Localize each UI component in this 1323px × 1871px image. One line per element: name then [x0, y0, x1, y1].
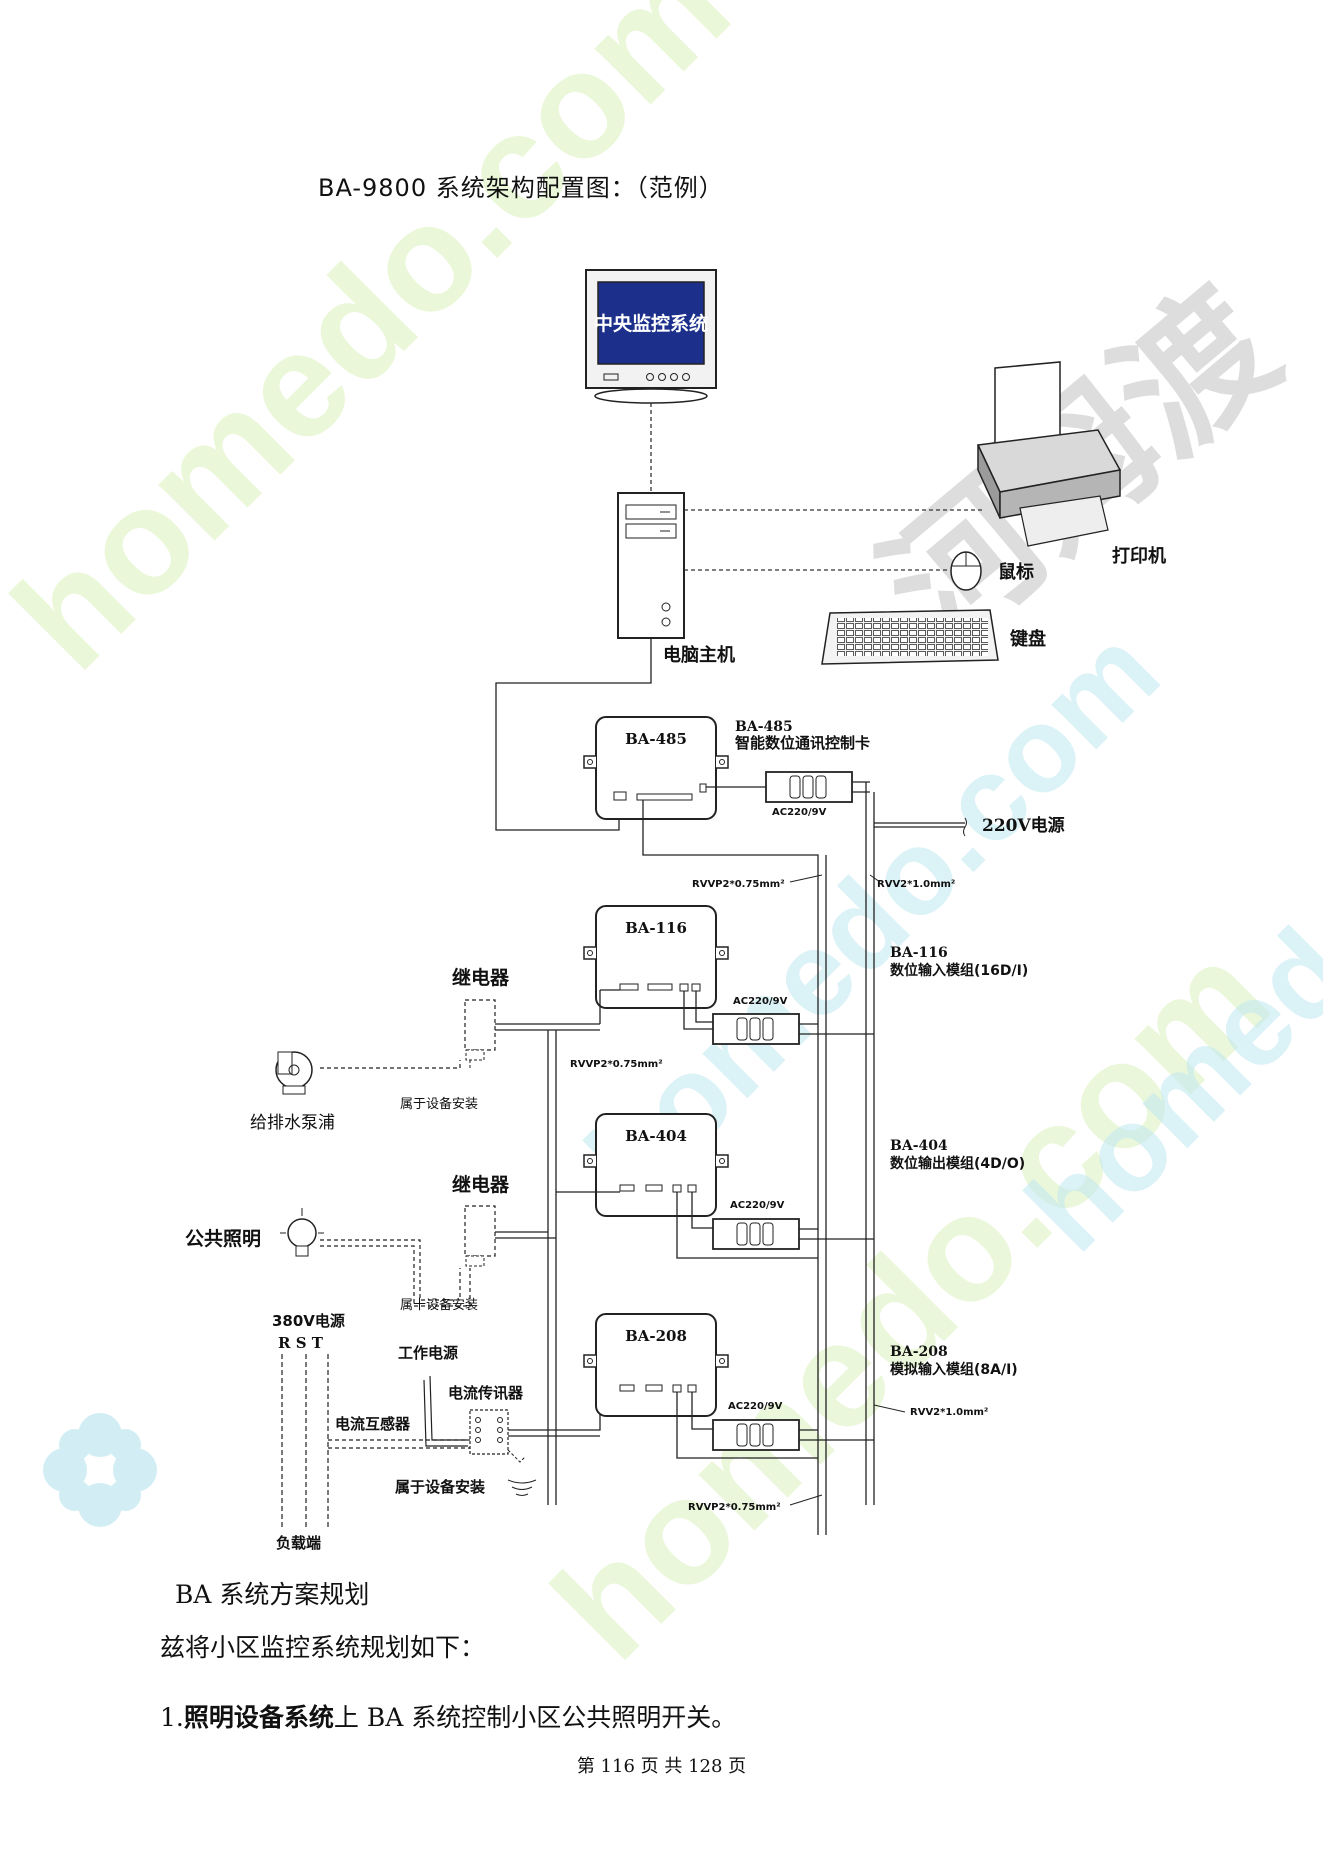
cable-rvv-label-1: RVV2*1.0mm² — [877, 879, 955, 890]
ba404-box-label: BA-404 — [625, 1127, 687, 1145]
ac-label-2: AC220/9V — [733, 996, 788, 1007]
intro-text: 兹将小区监控系统规划如下： — [160, 1633, 486, 1662]
ba485-desc: 智能数位通讯控制卡 — [735, 734, 870, 752]
pc-tower-icon — [617, 492, 685, 639]
mouse-icon — [950, 551, 982, 591]
printer-label: 打印机 — [1112, 545, 1166, 567]
load-end-label: 负载端 — [276, 1534, 321, 1552]
cable-rvvp-label-2: RVVP2*0.75mm² — [570, 1059, 663, 1070]
light-bulb-icon — [280, 1208, 324, 1257]
cable-rvv-label-2: RVV2*1.0mm² — [910, 1407, 988, 1418]
power-380-label: 380V电源 — [272, 1312, 345, 1330]
power-supply-icon — [765, 771, 853, 803]
ba485-module — [583, 716, 729, 820]
cable-rvvp-label-1: RVVP2*0.75mm² — [692, 879, 785, 890]
ba404-name: BA-404 — [890, 1138, 948, 1154]
ba116-box-label: BA-116 — [625, 919, 687, 937]
ac-label-3: AC220/9V — [730, 1200, 785, 1211]
current-transmitter-icon — [469, 1409, 509, 1455]
relay-label-2: 继电器 — [452, 1173, 510, 1196]
ba208-module — [583, 1313, 729, 1417]
ba116-desc: 数位输入模组(16D/I) — [890, 962, 1028, 979]
current-transformer-label: 电流互感器 — [335, 1415, 411, 1433]
signal-icon — [507, 1479, 537, 1496]
power-supply-icon — [712, 1419, 800, 1451]
ac-label-1: AC220/9V — [772, 807, 827, 818]
item-number: 1. — [160, 1703, 184, 1732]
power-220-label: 220V电源 — [982, 815, 1065, 836]
list-item-1: 1.照明设备系统上 BA 系统控制小区公共照明开关。 — [160, 1698, 736, 1734]
pc-host-label: 电脑主机 — [663, 644, 735, 666]
ba485-name: BA-485 — [735, 719, 793, 735]
printer-icon — [976, 361, 1122, 547]
ba404-module — [583, 1113, 729, 1217]
mouse-label: 鼠标 — [998, 561, 1034, 583]
keyboard-label: 键盘 — [1009, 628, 1046, 650]
cable-rvvp-label-3: RVVP2*0.75mm² — [688, 1502, 781, 1513]
power-supply-icon — [712, 1013, 800, 1045]
ba404-desc: 数位输出模组(4D/O) — [890, 1155, 1025, 1172]
public-light-label: 公共照明 — [185, 1228, 261, 1250]
ba485-box-label: BA-485 — [625, 730, 687, 748]
current-transmitter-label: 电流传讯器 — [448, 1384, 524, 1402]
pump-icon — [275, 1051, 313, 1095]
ba208-desc: 模拟输入模组(8A/I) — [890, 1361, 1018, 1378]
ba208-name: BA-208 — [890, 1344, 948, 1360]
power-supply-icon — [712, 1218, 800, 1250]
monitor-screen-label: 中央监控系统 — [594, 312, 708, 335]
equip-install-label-3: 属于设备安装 — [395, 1478, 486, 1496]
item-bold-title: 照明设备系统 — [183, 1703, 334, 1732]
rst-label: R S T — [278, 1334, 324, 1352]
monitor-icon — [585, 269, 717, 404]
item-text: 上 BA 系统控制小区公共照明开关。 — [333, 1703, 737, 1732]
equip-install-label-2: 属十设备安装 — [400, 1297, 478, 1313]
ba116-name: BA-116 — [890, 945, 948, 961]
work-power-label: 工作电源 — [398, 1344, 458, 1362]
equip-install-label-1: 属于设备安装 — [400, 1096, 478, 1112]
page-title: BA-9800 系统架构配置图：（范例） — [318, 174, 724, 202]
pump-label: 给排水泵浦 — [250, 1113, 335, 1133]
relay-label-1: 继电器 — [452, 966, 510, 989]
ac-label-4: AC220/9V — [728, 1401, 783, 1412]
watermark-flower-icon — [43, 1413, 157, 1527]
section-title: BA 系统方案规划 — [175, 1580, 370, 1609]
page-number: 第 116 页 共 128 页 — [576, 1756, 747, 1777]
ba116-module — [583, 905, 729, 1009]
keyboard-icon — [821, 609, 999, 665]
ba208-box-label: BA-208 — [625, 1327, 687, 1345]
